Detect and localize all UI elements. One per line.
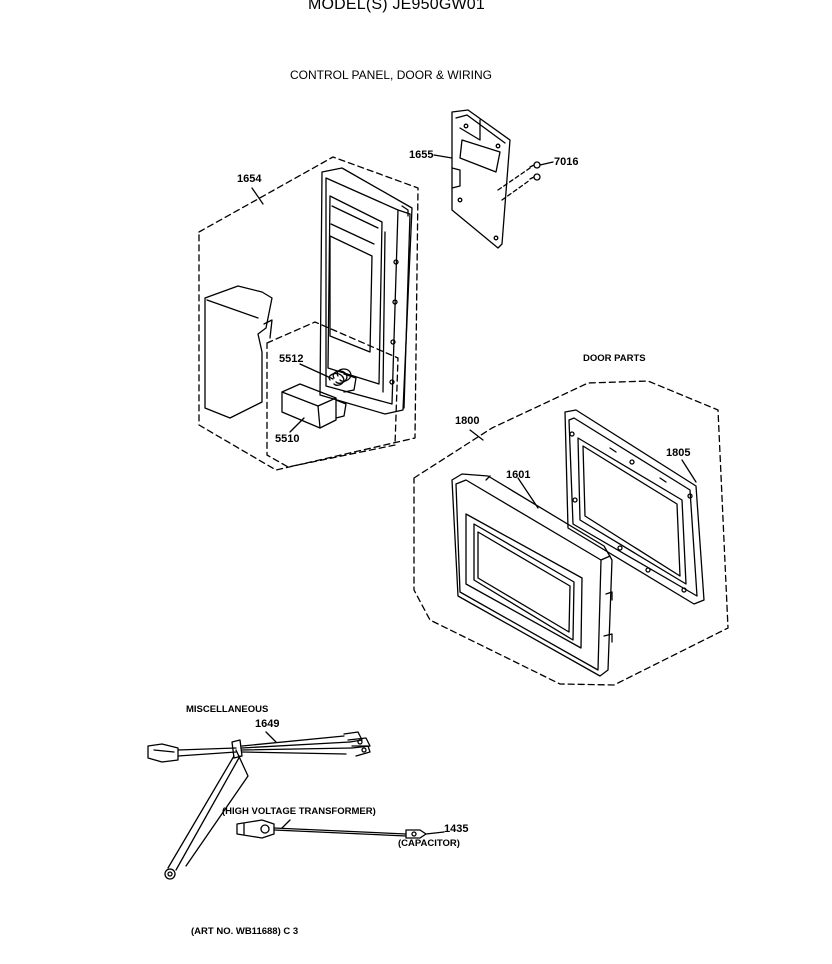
part-label-1601: 1601	[506, 469, 531, 481]
switch-detail-outline	[267, 322, 398, 467]
section-title: CONTROL PANEL, DOOR & WIRING	[290, 68, 493, 82]
part-label-1435: 1435	[444, 823, 469, 835]
control-circuit-board	[434, 110, 510, 248]
door-parts-group-outline	[414, 381, 728, 685]
wire-harness	[148, 732, 370, 879]
door-frame	[565, 410, 704, 604]
part-label-7016: 7016	[554, 156, 579, 168]
high-voltage-wire	[237, 820, 444, 838]
leader-1654	[252, 188, 263, 204]
part-label-1805: 1805	[666, 447, 691, 459]
miscellaneous-heading: MISCELLANEOUS	[186, 704, 269, 715]
control-panel	[320, 168, 412, 414]
part-label-5510: 5510	[275, 433, 300, 445]
model-title: MODEL(S) JE950GW01	[308, 0, 485, 13]
part-label-1655: 1655	[409, 149, 434, 161]
art-number: (ART NO. WB11688) C 3	[191, 926, 299, 937]
part-label-1649: 1649	[255, 718, 280, 730]
control-panel-group-outline	[199, 157, 418, 470]
part-label-1654: 1654	[237, 173, 262, 185]
leader-1800	[470, 430, 483, 440]
keypad-overlay	[205, 286, 272, 418]
part-label-5512: 5512	[279, 353, 304, 365]
part-label-1800: 1800	[455, 415, 480, 427]
high-voltage-transformer-label: (HIGH VOLTAGE TRANSFORMER)	[222, 806, 376, 817]
capacitor-label: (CAPACITOR)	[398, 838, 460, 849]
switch-spring	[300, 364, 356, 392]
door-panel	[452, 474, 612, 676]
door-switch-lever	[282, 384, 346, 432]
screws-7016	[498, 162, 553, 200]
door-parts-heading: DOOR PARTS	[583, 353, 646, 364]
